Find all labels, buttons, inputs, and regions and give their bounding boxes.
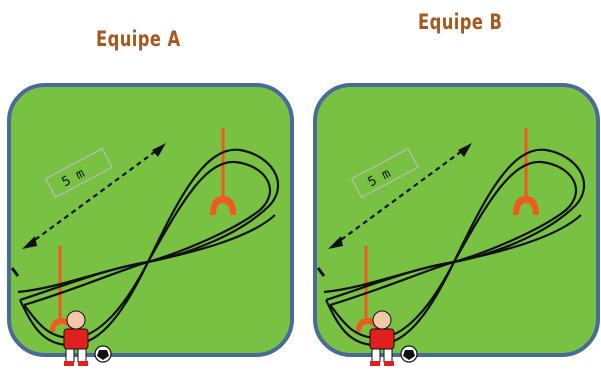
field-team-b: 5 m	[313, 83, 600, 366]
pitch-area	[7, 83, 294, 357]
player-icon	[369, 310, 395, 366]
pitch-area	[313, 83, 600, 357]
field-team-a: 5 m	[7, 83, 294, 366]
cone-far-icon	[513, 128, 539, 215]
team-b-title: Equipe B	[418, 10, 503, 34]
team-a-title: Equipe A	[96, 27, 181, 51]
ball-icon	[400, 345, 418, 363]
cone-far-icon	[210, 128, 236, 215]
player-icon	[63, 310, 89, 366]
ball-icon	[94, 345, 112, 363]
